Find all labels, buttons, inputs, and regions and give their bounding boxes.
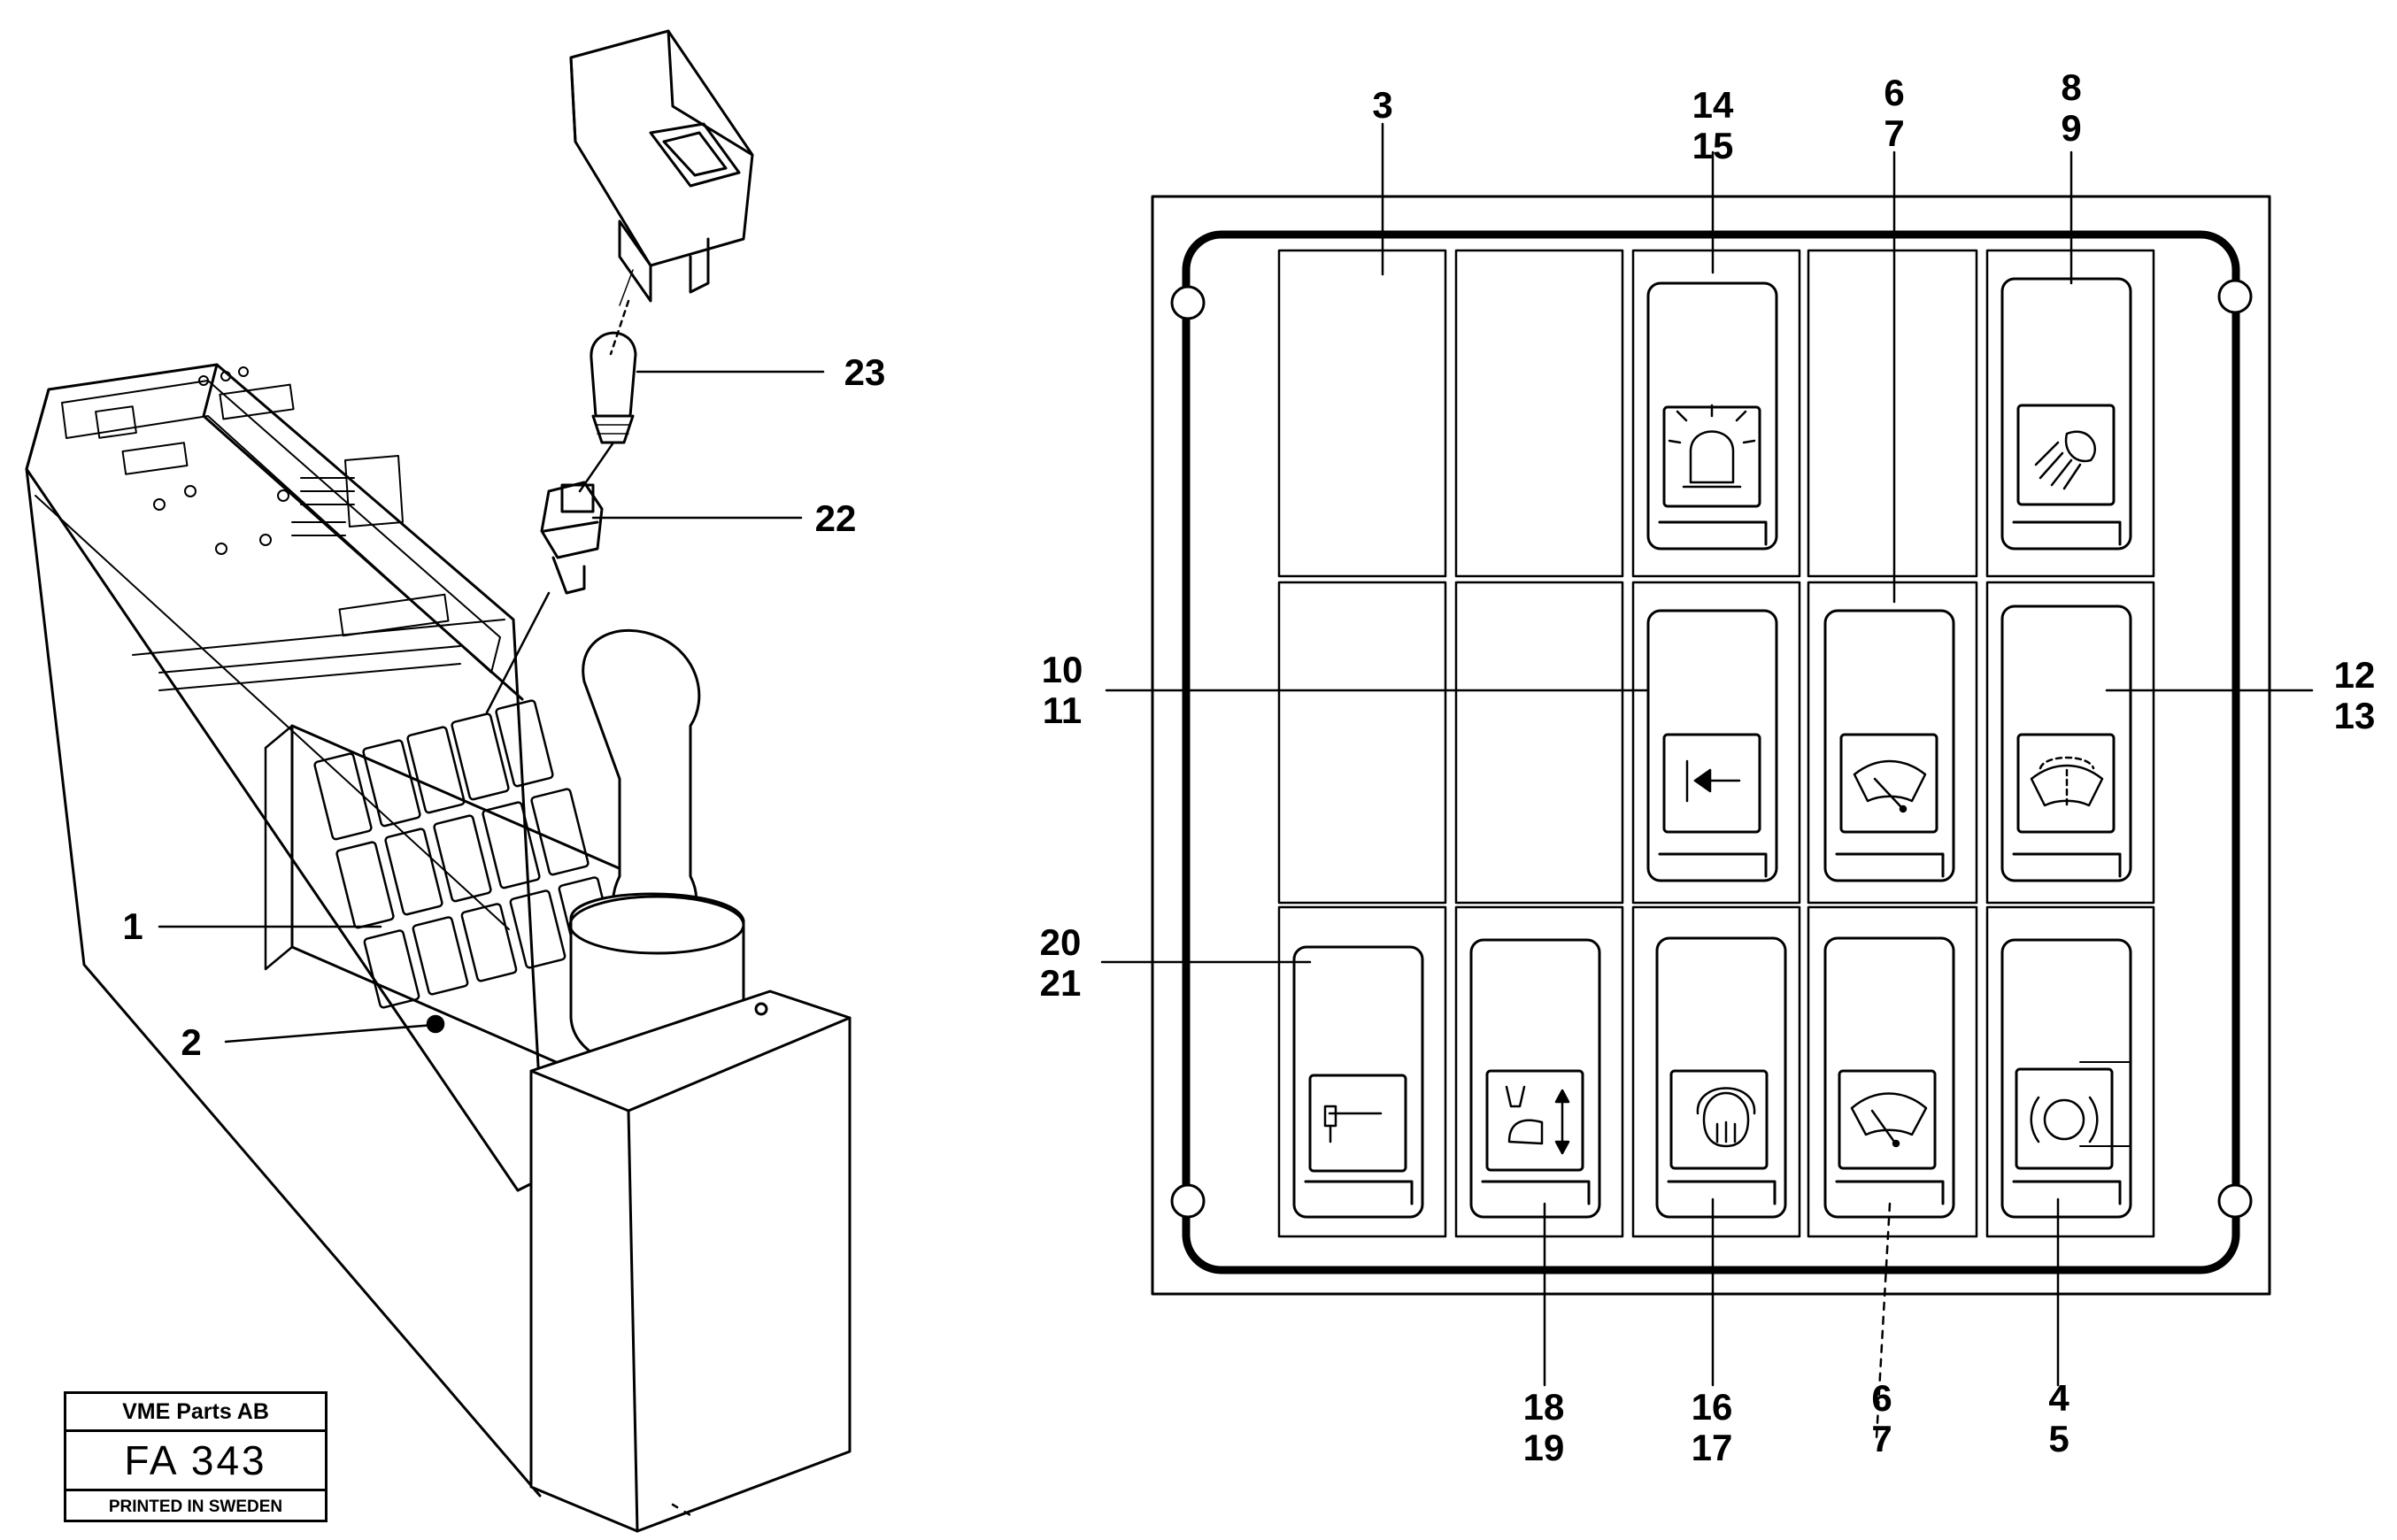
switch-panel [1100,122,2314,1440]
switch-direction [1646,609,1778,882]
switch-defroster [1655,936,1787,1219]
joystick [529,628,852,1533]
callout-23: 23 [844,351,886,393]
switch-float [1469,938,1601,1219]
rear-wiper-washer-icon [2030,756,2104,807]
parking-brake-icon [2030,1096,2099,1143]
switch-hammer [1292,945,1424,1219]
switch-front-wiper [1823,609,1955,882]
bulb-holder [540,481,604,595]
printed-note: PRINTED IN SWEDEN [108,1498,283,1516]
hammer-icon [1323,1105,1383,1143]
title-block: VME Parts AB FA 343 PRINTED IN SWEDEN [64,1391,328,1522]
bulb [590,331,637,444]
callout-1: 1 [122,905,143,947]
switch-parking-brake [2000,938,2132,1219]
front-wiper-icon [1853,759,1927,813]
direction-arrow-icon [1685,759,1741,803]
switch-work-light [2000,277,2132,551]
control-console [25,363,546,1498]
callout-3: 3 [1372,84,1393,126]
rotating-beacon-icon [1668,404,1756,489]
callout-22: 22 [814,497,857,539]
instrument-faceplate [95,366,505,691]
switch-wiper [1823,936,1955,1219]
switch-rear-wiper [2000,604,2132,882]
wiper-icon [1850,1092,1928,1148]
work-light-icon [2034,430,2096,490]
leader-lines-left [158,299,825,1517]
company-name: VME Parts AB [66,1394,325,1432]
float-position-icon [1505,1085,1570,1155]
rocker-switch-exploded [569,29,754,306]
console-switch-bank [264,699,639,1099]
callout-2: 2 [181,1021,202,1063]
rear-defroster-icon [1696,1087,1756,1148]
drawing-code: FA 343 [66,1432,325,1491]
